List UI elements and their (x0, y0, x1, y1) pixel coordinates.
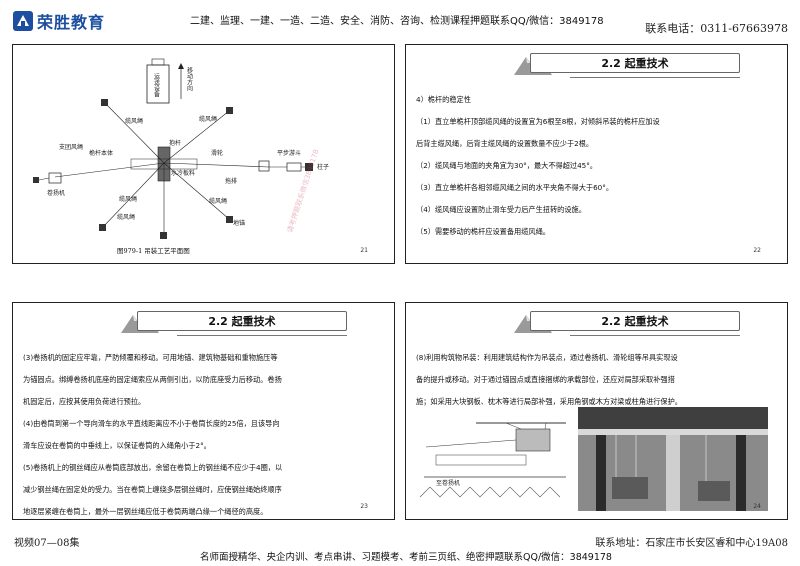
slide-body: (8)利用构筑物吊装：利用建筑结构作为吊装点，通过卷扬机、滑轮组等吊具实现设 备… (416, 347, 776, 413)
text-line: （3）直立单桅杆各相邻缆风绳之间的水平夹角不得大于60°。 (416, 183, 614, 192)
label-cable-top-left: 缆风绳 (125, 117, 143, 125)
label-mast: 抱杆 (169, 139, 181, 147)
label-cable-top-right: 缆风绳 (199, 115, 217, 123)
text-line: 施；如采用大块钢板、枕木等进行局部补强，采用角钢或木方对梁或柱角进行保护。 (416, 397, 682, 406)
text-line: 减少钢丝绳在固定处的受力。当在卷筒上缠绕多层钢丝绳时，应使钢丝绳始终顺序 (23, 485, 282, 494)
text-line: （5）需要移动的桅杆应设置备用缆风绳。 (416, 227, 550, 236)
figure-caption: 图979-1 吊装工艺平面图 (117, 247, 190, 255)
label-main-cable: 桅杆本体 (89, 149, 113, 157)
text-line: 为锚固点。绑缚卷扬机底座的固定绳索应从两侧引出，以防底座受力后移动。卷扬 (23, 375, 282, 384)
title-underline (570, 77, 740, 78)
slide-body: (3)卷扬机的固定应牢靠，严防倾覆和移动。可用地锚、建筑物基础和重物施压等 为锚… (23, 347, 383, 523)
slide-22: 2.2 起重技术 4）桅杆的稳定性 （1）直立单桅杆顶部缆风绳的设置宜为6根至8… (405, 44, 788, 264)
lifting-plan-diagram: 运送设备 移动方向 支团风绳 卷扬机 缆风绳 缆风 (33, 58, 329, 239)
label-winch-side: 支团风绳 (59, 143, 83, 151)
text-line: 滑车应设在卷筒的中垂线上，以保证卷筒的入绳角小于2°。 (23, 441, 211, 450)
label-cable-bottom: 缆风绳 (117, 213, 135, 221)
text-line: (5)卷扬机上的钢丝绳应从卷筒底部放出，余留在卷筒上的钢丝绳不应少于4圈，以 (23, 463, 283, 472)
label-pulley-set: 平步游斗 (277, 149, 301, 157)
label-transport: 运送设备 (153, 72, 160, 98)
label-cable-left: 缆风绳 (119, 195, 137, 203)
footer-promo: 名师面授精华、央企内训、考点串讲、习题模考、考前三页纸、绝密押题联系QQ/微信：… (200, 552, 612, 563)
text-line: 备的提升或移动。对于通过锚固点或直接捆绑的承载部位，还应对局部采取补强措 (416, 375, 675, 384)
label-sliding-board: 滑轮 (211, 149, 223, 157)
label-water-board: 水冷板料 (171, 169, 195, 177)
slide-24: 2.2 起重技术 (8)利用构筑物吊装：利用建筑结构作为吊装点，通过卷扬机、滑轮… (405, 302, 788, 520)
text-line: 4）桅杆的稳定性 (416, 95, 471, 104)
page-number: 22 (753, 247, 761, 254)
page-header: 荣胜教育 二建、监理、一建、一造、二造、安全、消防、咨询、检测课程押题联系QQ/… (0, 0, 800, 40)
text-line: (4)由卷筒到第一个导向滑车的水平直线距离应不小于卷筒长度的25倍，且该导向 (23, 419, 280, 428)
text-line: （4）缆风绳应设置防止滑车受力后产生扭转的设施。 (416, 205, 586, 214)
page-number: 21 (360, 247, 368, 254)
text-line: （2）缆风绳与地面的夹角宜为30°，最大不得超过45°。 (416, 161, 597, 170)
header-course-line: 二建、监理、一建、一造、二造、安全、消防、咨询、检测课程押题联系QQ/微信：38… (190, 16, 604, 27)
site-photo (578, 407, 768, 511)
page-number: 24 (753, 503, 761, 510)
header-phone: 联系电话：0311-67663978 (645, 22, 788, 35)
text-line: 机固定后，应按其使用负荷进行预拉。 (23, 397, 146, 406)
footer-address: 联系地址：石家庄市长安区睿和中心19A08 (595, 538, 788, 549)
label-column: 柱子 (317, 163, 329, 171)
logo-text: 荣胜教育 (37, 13, 106, 32)
label-winch: 卷扬机 (47, 189, 65, 197)
structure-sketch: 至卷扬机 (419, 422, 566, 498)
footer-video-range: 视频07—08集 (14, 538, 80, 549)
title-underline (177, 335, 347, 336)
title-underline (570, 335, 740, 336)
text-line: 后背主缆风绳，后背主缆风绳的设置数量不应少于2根。 (416, 139, 594, 148)
text-line: (3)卷扬机的固定应牢靠，严防倾覆和移动。可用地锚、建筑物基础和重物施压等 (23, 353, 278, 362)
slide-title: 2.2 起重技术 (530, 53, 740, 73)
label-cable-right: 缆风绳 (209, 197, 227, 205)
text-line: 地逐层紧缠在卷筒上，最外一层钢丝绳应低于卷筒两端凸缘一个绳径的高度。 (23, 507, 268, 516)
text-line: （1）直立单桅杆顶部缆风绳的设置宜为6根至8根，对倾斜吊装的桅杆应加设 (416, 117, 660, 126)
slide-23: 2.2 起重技术 (3)卷扬机的固定应牢靠，严防倾覆和移动。可用地锚、建筑物基础… (12, 302, 395, 520)
slide-21: 运送设备 移动方向 支团风绳 卷扬机 缆风绳 缆风 (12, 44, 395, 264)
label-sled: 拖排 (225, 177, 237, 185)
slide-title: 2.2 起重技术 (530, 311, 740, 331)
text-line: (8)利用构筑物吊装：利用建筑结构作为吊装点，通过卷扬机、滑轮组等吊具实现设 (416, 353, 678, 362)
logo-icon (13, 11, 33, 31)
lifting-photos: 至卷扬机 (419, 407, 768, 511)
page-number: 23 (360, 503, 368, 510)
slide-body: 4）桅杆的稳定性 （1）直立单桅杆顶部缆风绳的设置宜为6根至8根，对倾斜吊装的桅… (416, 89, 776, 243)
label-direction: 移动方向 (186, 66, 193, 91)
slide-title: 2.2 起重技术 (137, 311, 347, 331)
label-anchor: 地锚 (233, 219, 245, 227)
brand-logo: 荣胜教育 (12, 9, 105, 33)
label-to-winch: 至卷扬机 (436, 479, 460, 487)
